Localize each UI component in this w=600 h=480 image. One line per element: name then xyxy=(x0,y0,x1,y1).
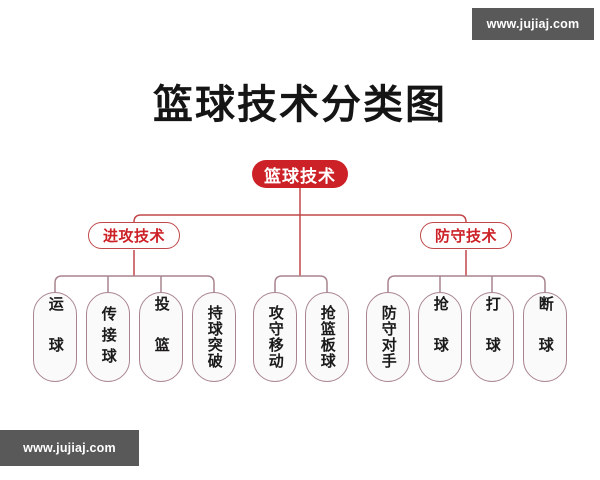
node-leaf-passing-label: 传接球 xyxy=(99,305,118,369)
node-leaf-breakthrough-label: 持球突破 xyxy=(205,305,224,369)
node-leaf-hitting[interactable]: 打球 xyxy=(470,292,514,382)
node-branch-offense[interactable]: 进攻技术 xyxy=(88,222,180,249)
node-leaf-stealing[interactable]: 抢球 xyxy=(418,292,462,382)
node-leaf-passing[interactable]: 传接球 xyxy=(86,292,130,382)
watermark-top-right: www.jujiaj.com xyxy=(472,8,594,40)
node-branch-defense[interactable]: 防守技术 xyxy=(420,222,512,249)
node-leaf-breakthrough[interactable]: 持球突破 xyxy=(192,292,236,382)
node-leaf-movement[interactable]: 攻守移动 xyxy=(253,292,297,382)
node-branch-defense-label: 防守技术 xyxy=(434,227,497,245)
node-leaf-dribbling-label: 运球 xyxy=(46,296,65,378)
page-title: 篮球技术分类图 xyxy=(153,82,447,128)
node-leaf-shooting-label: 投篮 xyxy=(152,296,171,378)
node-leaf-stealing-label: 抢球 xyxy=(431,296,450,378)
node-leaf-shooting[interactable]: 投篮 xyxy=(139,292,183,382)
node-leaf-intercepting[interactable]: 断球 xyxy=(523,292,567,382)
node-leaf-rebounding-label: 抢篮板球 xyxy=(318,305,337,369)
node-branch-offense-label: 进攻技术 xyxy=(102,227,165,245)
watermark-bottom-left: www.jujiaj.com xyxy=(0,430,139,466)
node-leaf-guarding[interactable]: 防守对手 xyxy=(366,292,410,382)
node-leaf-intercepting-label: 断球 xyxy=(536,296,555,378)
node-leaf-rebounding[interactable]: 抢篮板球 xyxy=(305,292,349,382)
node-leaf-hitting-label: 打球 xyxy=(483,296,502,378)
node-root-label: 篮球技术 xyxy=(264,166,336,187)
node-leaf-movement-label: 攻守移动 xyxy=(266,305,285,369)
node-leaf-dribbling[interactable]: 运球 xyxy=(33,292,77,382)
node-root[interactable]: 篮球技术 xyxy=(252,160,348,188)
node-leaf-guarding-label: 防守对手 xyxy=(379,305,398,369)
